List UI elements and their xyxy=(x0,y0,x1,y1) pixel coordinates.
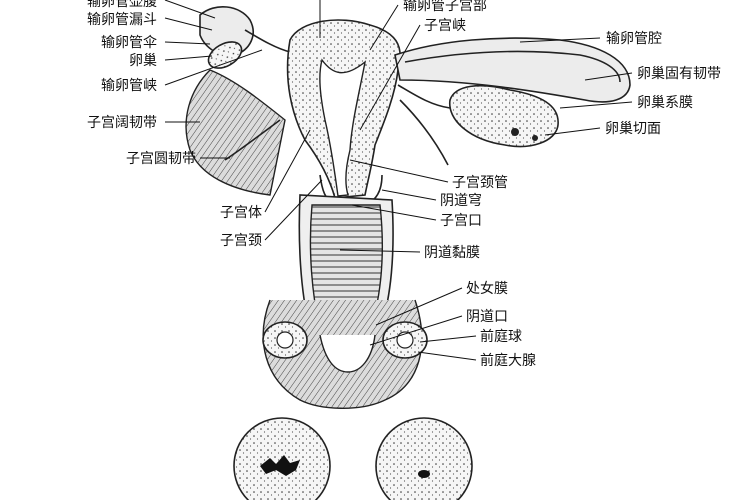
label-tube-isthmus: 输卵管峡 xyxy=(101,78,157,94)
label-hymen: 处女膜 xyxy=(466,280,508,297)
vestibular-bulb-left-lumen xyxy=(276,331,294,349)
ovarian-ligament xyxy=(397,84,451,109)
round-ligament-left xyxy=(224,119,281,161)
vestibule xyxy=(319,334,376,373)
label-mesovarium: 卵巢系膜 xyxy=(637,95,693,111)
leader-lines xyxy=(164,0,633,361)
label-vaginal-orifice: 阴道口 xyxy=(466,309,508,325)
left-fimbriae xyxy=(199,6,254,57)
label-tube-uterine-part: 输卵管子宫部 xyxy=(403,0,487,14)
left-ovary xyxy=(207,41,243,69)
ovary-follicle xyxy=(511,128,519,136)
label-greater-vestibular-gland: 前庭大腺 xyxy=(480,352,536,369)
broad-ligament-left xyxy=(185,69,286,196)
os-round-nulliparous xyxy=(418,470,430,478)
label-vaginal-fornix: 阴道穹 xyxy=(440,193,482,209)
os-slit-parous xyxy=(260,455,300,476)
label-ovary: 卵巢 xyxy=(129,53,157,69)
label-ovary-section: 卵巢切面 xyxy=(605,121,661,137)
label-vaginal-mucosa: 阴道黏膜 xyxy=(424,245,480,261)
left-tube xyxy=(244,29,291,53)
label-ovarian-ligament: 卵巢固有韧带 xyxy=(637,66,721,82)
right-ovary xyxy=(449,84,559,148)
label-uterine-os: 子宫口 xyxy=(440,213,482,229)
label-tube-lumen: 输卵管腔 xyxy=(606,31,662,47)
label-broad-ligament: 子宫阔韧带 xyxy=(87,115,157,131)
label-tube-infundibulum: 输卵管漏斗 xyxy=(87,12,157,28)
right-labels: 输卵管子宫部 子宫峡 输卵管腔 卵巢固有韧带 卵巢系膜 卵巢切面 子宫颈管 阴道… xyxy=(403,0,721,369)
label-cervical-canal: 子宫颈管 xyxy=(452,175,508,191)
ovary-follicle xyxy=(532,135,538,141)
label-vestibular-bulb: 前庭球 xyxy=(480,328,522,345)
label-round-ligament: 子宫圆韧带 xyxy=(126,151,196,167)
cervix-os-nulliparous xyxy=(375,417,473,500)
vestibular-bulb-right-lumen xyxy=(396,331,414,349)
label-tube-fimbriae: 输卵管伞 xyxy=(101,34,157,51)
label-uterine-isthmus: 子宫峡 xyxy=(424,18,466,34)
right-tube-lumen xyxy=(404,50,621,83)
label-uterus-body: 子宫体 xyxy=(220,205,262,221)
label-cervix: 子宫颈 xyxy=(220,233,262,249)
uterine-cavity xyxy=(319,58,367,197)
label-tube-ampulla: 输卵管壶腹 xyxy=(87,0,157,10)
round-ligament-right xyxy=(399,99,449,166)
left-labels: 输卵管壶腹 输卵管漏斗 输卵管伞 卵巢 输卵管峡 子宫阔韧带 子宫圆韧带 子宫体… xyxy=(87,0,262,249)
